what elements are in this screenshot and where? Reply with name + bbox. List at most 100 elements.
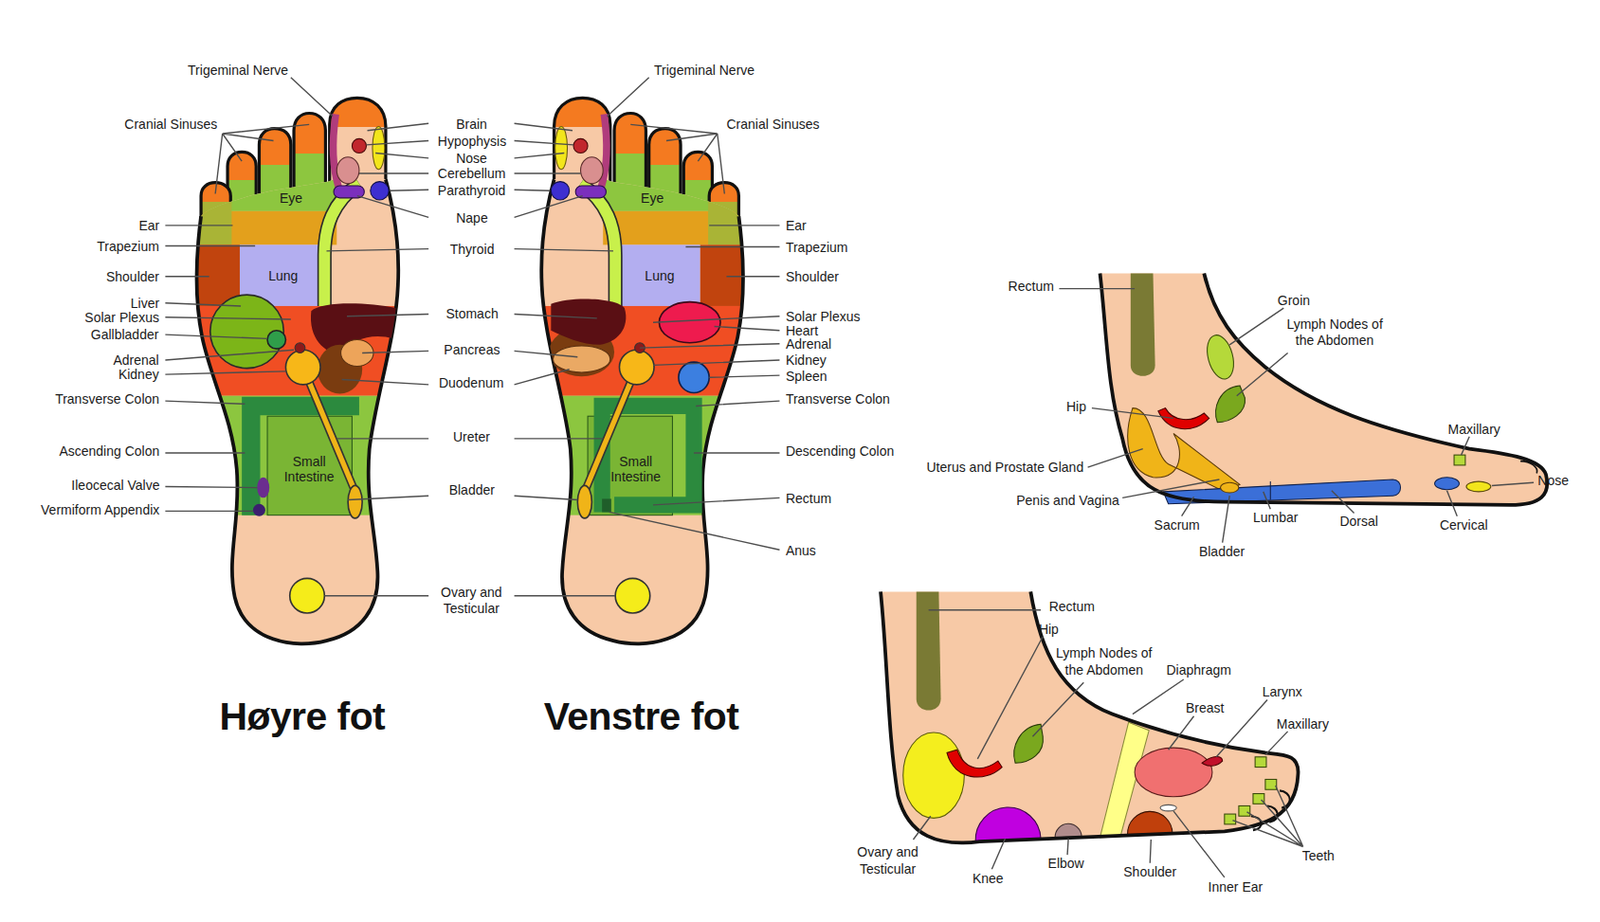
art-shape [1100,273,1548,506]
part-label: Solar Plexus [785,309,861,324]
region-node: Small Intestine [270,454,348,487]
region-node: Small Intestine [597,454,675,487]
part-label: Uterus and Prostate Gland [926,461,1084,475]
part-label: Maxillary [1448,422,1501,437]
art-shape [903,732,965,819]
art-shape [601,498,612,512]
art-shape [1435,477,1460,491]
part-label: Cervical [1439,518,1489,532]
part-label: Liver [130,296,160,310]
art-shape [1454,454,1466,466]
part-label: Diaphragm [1165,663,1231,677]
art-shape [256,477,270,499]
part-label: Shoulder [785,270,839,284]
part-label: Sacrum [1154,518,1200,532]
part-label: Ovary and Testicular [430,584,512,619]
part-label: Kidney [118,368,160,382]
part-label: Pancreas [443,343,500,357]
part-label: Gallbladder [90,328,160,343]
leader-lines [164,77,1534,878]
part-label: Transverse Colon [54,392,160,406]
part-label: Nose [1537,474,1569,489]
part-label: Transverse Colon [785,392,891,406]
part-label: Breast [1185,702,1224,716]
art-shape [1216,385,1246,423]
part-label: Inner Ear [1208,880,1264,894]
art-shape [1100,273,1548,506]
art-shape [1253,794,1265,805]
part-label: Trapezium [96,239,160,254]
art-shape [658,302,721,344]
art-shape [1202,332,1238,382]
part-label: Bladder [449,483,495,497]
part-label: Rectum [1049,600,1095,614]
art-shape [267,330,286,349]
part-label: Kidney [785,354,827,368]
art-shape [1127,811,1173,835]
part-label: Lymph Nodes of the Abdomen [1053,645,1156,679]
region-node: Lung [266,268,300,286]
part-label: Groin [1277,293,1310,308]
part-label: Knee [972,872,1004,886]
part-label: Ileocecal Valve [71,478,160,492]
part-label: Thyroid [450,242,495,256]
part-label: Spleen [785,369,828,383]
foot-title: Høyre fot [218,695,385,739]
art-shape [1127,408,1240,492]
part-label: Bladder [1199,545,1245,559]
art-shape [1158,408,1210,430]
part-label: Parathyroid [437,183,507,198]
part-label: Ovary and Testicular [847,844,929,878]
part-label: Stomach [445,307,498,321]
region-text: Eye [279,191,303,207]
part-label: Solar Plexus [84,310,160,325]
part-label: Larynx [1262,685,1303,699]
art-shape [1265,779,1277,790]
art-shape [1160,804,1177,811]
part-label: Trigeminal Nerve [654,63,755,77]
part-label: Brain [455,117,488,131]
part-label: Dorsal [1339,515,1378,529]
art-shape [880,591,1299,843]
right-foot [188,97,408,644]
region-node: Lung [642,268,676,286]
region-text: Small Intestine [272,454,346,486]
art-shape [550,298,626,345]
part-label: Shoulder [106,270,160,284]
part-label: Ureter [453,430,491,444]
part-label: Duodenum [438,376,504,390]
medial-foot [1100,273,1548,506]
region-text: Lung [644,269,674,285]
part-label: Hypophysis [437,134,507,148]
part-label: Ear [785,218,807,233]
art-shape [253,504,266,517]
region-node: Eye [638,190,666,208]
right-foot-organs [210,294,397,517]
part-label: Elbow [1048,856,1085,871]
part-label: Vermiform Appendix [40,503,160,517]
art-shape [1466,481,1491,492]
region-text: Lung [268,269,298,285]
part-label: Cranial Sinuses [726,117,819,131]
part-label: Lumbar [1253,510,1298,525]
part-label: Cerebellum [437,167,507,182]
art-shape [975,807,1041,842]
part-label: Nose [455,151,488,165]
part-label: Hip [1066,400,1087,414]
part-label: Rectum [1008,279,1055,293]
part-label: Penis and Vagina [1016,493,1120,508]
part-label: Ear [138,218,160,233]
art-shape [552,345,610,373]
part-label: Shoulder [1123,865,1177,879]
part-label: Adrenal [112,354,159,368]
art-shape [1254,757,1267,768]
part-label: Cranial Sinuses [124,117,218,131]
part-label: Rectum [785,491,832,506]
part-label: Hip [1038,622,1059,637]
part-label: Trigeminal Nerve [187,63,289,77]
part-label: Trapezium [785,240,849,255]
part-label: Nape [455,211,488,225]
art-shape [1238,805,1251,817]
